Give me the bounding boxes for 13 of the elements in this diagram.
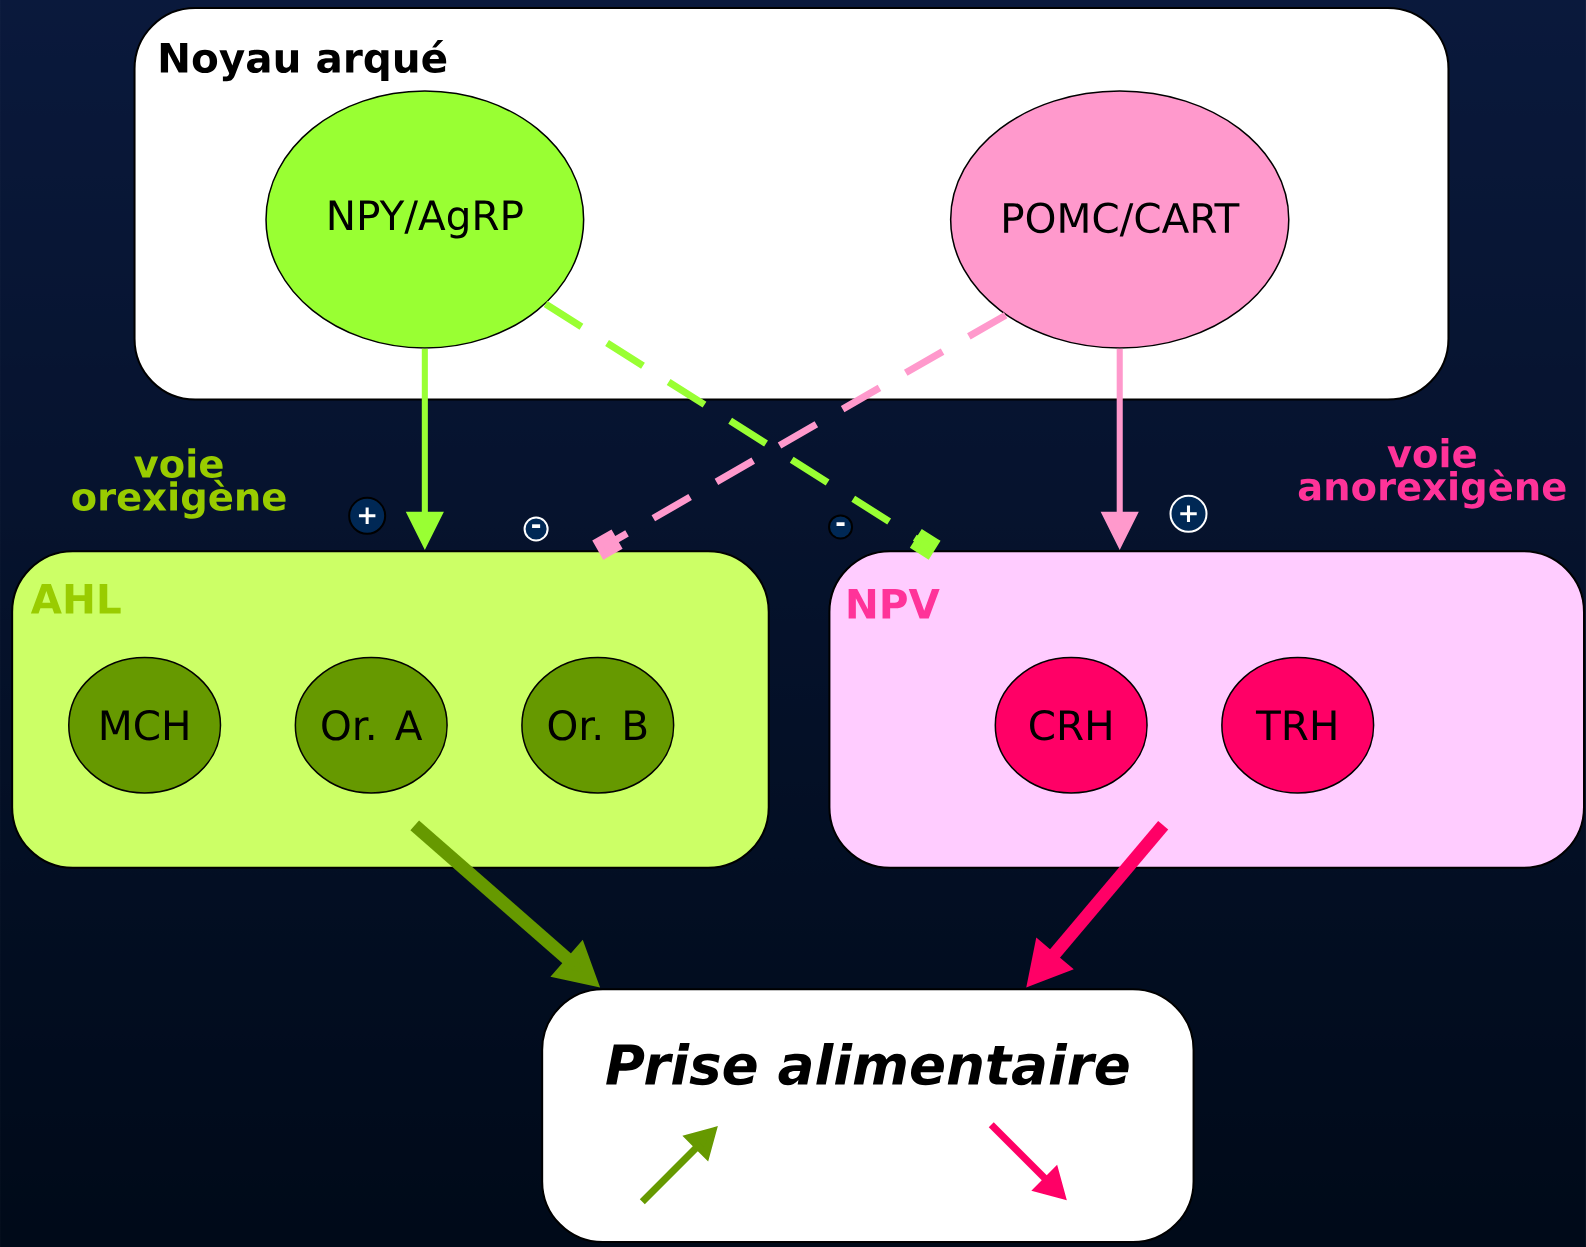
ellipse-node: NPY/AgRP <box>265 90 585 349</box>
edge-label: - <box>523 516 549 542</box>
ellipse-node: Or. A <box>294 656 448 794</box>
ellipse-node: TRH <box>1221 656 1375 794</box>
ellipse-node: CRH <box>994 656 1148 794</box>
pathway-label: voie anorexigène <box>1298 438 1566 509</box>
edge-label: + <box>348 496 387 535</box>
ellipse-node: MCH <box>68 656 222 794</box>
pathway-label: voie orexigène <box>72 448 286 519</box>
edge-label: + <box>1169 494 1208 533</box>
result-box: Prise alimentaire <box>541 988 1195 1244</box>
ellipse-node: Or. B <box>521 656 675 794</box>
ellipse-node: POMC/CART <box>949 90 1290 349</box>
